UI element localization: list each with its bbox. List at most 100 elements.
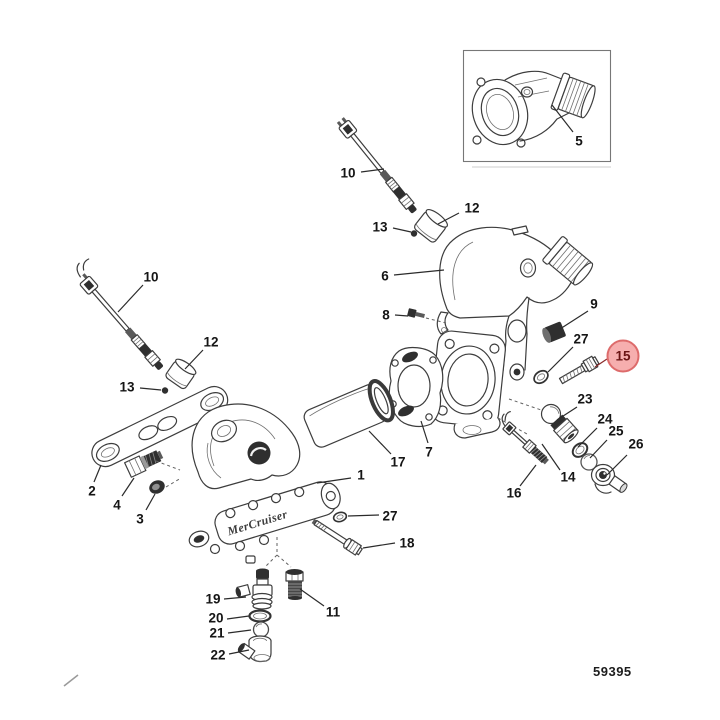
leader-line-10 [117, 284, 144, 313]
brand-emblem-icon [247, 441, 271, 465]
plug-3 [149, 480, 165, 494]
callout-24: 24 [577, 412, 613, 448]
oxygen-sensor-10-left [76, 258, 163, 370]
callout-13: 13 [372, 220, 412, 235]
callout-15-highlighted: 15 [594, 339, 640, 373]
callout-label-17: 17 [390, 455, 405, 470]
leader-line-16 [519, 464, 537, 487]
callout-25: 25 [589, 424, 624, 459]
assembly-guide-dashed-4 [155, 460, 181, 471]
oring-24 [571, 442, 589, 458]
callout-19: 19 [205, 592, 247, 607]
callout-label-23: 23 [577, 392, 593, 407]
check-ball-25 [580, 453, 598, 471]
callout-27: 27 [347, 509, 398, 524]
leader-line-2 [93, 464, 102, 483]
leader-line-1 [316, 477, 352, 484]
leader-line-11 [299, 588, 325, 607]
leader-line-5 [551, 104, 574, 133]
callout-10: 10 [340, 166, 385, 181]
leader-line-25 [589, 439, 608, 459]
elbow-hose-end [542, 236, 594, 286]
callout-10: 10 [117, 270, 159, 313]
leader-line-22 [228, 649, 250, 655]
callout-label-5: 5 [575, 134, 583, 149]
exhaust-outlet-elbow-5 [471, 70, 596, 148]
leader-line-27 [547, 346, 574, 373]
callout-label-13: 13 [119, 380, 135, 395]
callout-27: 27 [547, 332, 589, 373]
leader-line-8 [394, 314, 409, 317]
callout-label-13: 13 [372, 220, 388, 235]
bolt-15 [558, 355, 600, 385]
fitting-4 [124, 450, 164, 478]
callout-7: 7 [420, 420, 433, 460]
callout-20: 20 [208, 611, 250, 626]
leader-line-13 [139, 387, 162, 391]
callout-label-3: 3 [136, 512, 144, 527]
callout-label-12: 12 [203, 335, 218, 350]
callout-label-4: 4 [113, 498, 121, 513]
drawing-number: 59395 [593, 664, 632, 679]
callout-21: 21 [209, 626, 252, 641]
leader-line-20 [226, 615, 250, 620]
fitting-23 [540, 403, 579, 444]
callout-label-20: 20 [208, 611, 223, 626]
washer-27-upper [533, 369, 549, 385]
callout-1: 1 [316, 468, 365, 484]
callout-12: 12 [437, 201, 480, 225]
callout-label-21: 21 [209, 626, 225, 641]
callout-label-12: 12 [464, 201, 479, 216]
oring-20 [248, 609, 272, 623]
callout-3: 3 [136, 493, 156, 527]
assembly-guide-dashed-3 [165, 477, 182, 488]
leader-line-4 [121, 477, 135, 497]
callout-label-6: 6 [381, 269, 389, 284]
inset-box-part-5 [462, 49, 612, 168]
callout-9: 9 [559, 297, 598, 330]
callout-label-26: 26 [628, 437, 644, 452]
bolt-18 [311, 518, 363, 556]
leader-line-12 [184, 349, 204, 370]
exhaust-elbow-6 [430, 225, 594, 439]
leader-line-27 [347, 514, 380, 517]
leader-line-18 [362, 542, 396, 549]
leader-line-19 [223, 596, 247, 600]
callout-label-24: 24 [597, 412, 613, 427]
callout-6: 6 [381, 269, 445, 284]
callout-2: 2 [88, 464, 102, 499]
callout-label-16: 16 [506, 486, 522, 501]
oxygen-sensor-10-top [336, 117, 417, 214]
assembly-guide-dashed-23 [508, 398, 548, 413]
pipe-plug-9 [542, 321, 566, 343]
drain-fitting-19 [235, 568, 273, 610]
flange-gasket-7 [388, 346, 444, 428]
highlight-circle [606, 339, 640, 373]
callout-8: 8 [382, 308, 409, 323]
leader-line-3 [145, 493, 156, 511]
callout-18: 18 [362, 536, 415, 551]
callout-label-15: 15 [615, 349, 631, 364]
callout-23: 23 [556, 392, 593, 421]
callout-16: 16 [506, 464, 537, 501]
callout-22: 22 [210, 648, 250, 663]
callout-label-8: 8 [382, 308, 390, 323]
callout-label-2: 2 [88, 484, 96, 499]
leader-line-17 [368, 430, 392, 455]
callout-label-14: 14 [560, 470, 576, 485]
leader-line-6 [393, 269, 445, 276]
callout-label-7: 7 [425, 445, 433, 460]
callout-label-10: 10 [143, 270, 158, 285]
elbow-fitting-22 [237, 635, 272, 663]
leader-line-26 [606, 454, 628, 476]
leader-line-14 [541, 443, 561, 471]
check-ball-21 [252, 621, 270, 638]
clamp-screw-13-left [161, 387, 169, 394]
oring-27-lower [332, 511, 348, 523]
leader-line-12 [437, 212, 460, 225]
temperature-sender-14 [501, 411, 549, 465]
callout-label-9: 9 [590, 297, 598, 312]
callout-17: 17 [368, 430, 406, 470]
hose-clamp-12-left [165, 358, 197, 390]
assembly-guide-dashed-bottom [264, 537, 292, 568]
